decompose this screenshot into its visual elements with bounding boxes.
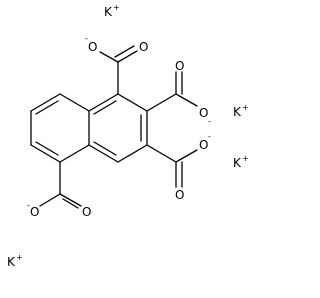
c2-oxygen-charge: -: [208, 117, 211, 126]
c5-oxygen-anion: O: [30, 205, 39, 219]
bond-c4a-c5: [59, 144, 90, 163]
potassium-ion-3-charge: +: [242, 154, 249, 163]
c5-oxygen-charge: -: [27, 201, 30, 210]
potassium-ion-1: K +: [104, 3, 120, 19]
carboxylate-c1: [99, 45, 138, 95]
potassium-ion-1-symbol: K: [104, 5, 113, 19]
bond-c8a-c1-inner: [93, 100, 117, 115]
potassium-ion-4-symbol: K: [7, 255, 16, 269]
potassium-ion-4-charge: +: [16, 253, 23, 262]
bond-carbonyl-o-minus: [39, 193, 61, 207]
bond-carbonyl-o-minus: [99, 51, 119, 63]
c3-oxygen-anion: O: [199, 138, 208, 152]
potassium-ion-4: K +: [7, 253, 23, 269]
c2-oxygen-anion: O: [199, 106, 208, 120]
potassium-ion-2-symbol: K: [233, 105, 242, 119]
c1-oxygen-anion: O: [88, 40, 97, 54]
bond-carbonyl-double-o-a: [59, 193, 82, 207]
right-ring: [88, 93, 148, 163]
carboxylate-c5: [39, 161, 82, 209]
bond-carbonyl-double-o-b: [62, 198, 79, 209]
c1-oxygen-carbonyl: O: [139, 40, 148, 54]
carboxylate-c3: [146, 144, 198, 188]
potassium-ion-3-symbol: K: [233, 156, 242, 170]
bond-carbonyl-o-minus: [175, 93, 198, 107]
structure-canvas: - O O O O - O - O - O O K + K + K +: [7, 3, 249, 269]
bond-c4-c4a-inner: [93, 141, 117, 156]
c2-oxygen-carbonyl: O: [175, 59, 184, 73]
bond-c7-c8: [30, 93, 61, 112]
c3-oxygen-charge: -: [208, 132, 211, 141]
bond-carbonyl-double-o-b: [114, 45, 135, 58]
bond-c3-carbonyl-carbon: [146, 144, 177, 163]
c3-oxygen-carbonyl: O: [175, 188, 184, 202]
potassium-ion-2: K +: [233, 103, 249, 119]
bond-carbonyl-o-minus: [175, 149, 198, 163]
c5-oxygen-carbonyl: O: [82, 205, 91, 219]
bond-c8a-c1: [88, 93, 119, 112]
carboxylate-c2: [146, 71, 198, 112]
bond-c4-c4a: [88, 144, 119, 163]
bond-c8-c8a: [59, 93, 90, 112]
bond-c5-c6: [30, 144, 61, 163]
bond-c3-c4: [117, 144, 148, 163]
potassium-ion-2-charge: +: [242, 103, 249, 112]
bond-carbonyl-double-o-a: [117, 50, 138, 63]
potassium-ion-1-charge: +: [113, 3, 120, 12]
potassium-ion-3: K +: [233, 154, 249, 170]
left-ring: [30, 93, 90, 163]
bond-c2-carbonyl-carbon: [146, 93, 177, 112]
bond-c5-c6-inner: [35, 141, 59, 156]
c1-oxygen-charge: -: [85, 34, 88, 43]
bond-c1-c2: [117, 93, 148, 112]
naphthalene-tetracarboxylate-structure: - O O O O - O - O - O O K + K + K +: [7, 3, 249, 269]
bond-c7-c8-inner: [35, 100, 59, 115]
